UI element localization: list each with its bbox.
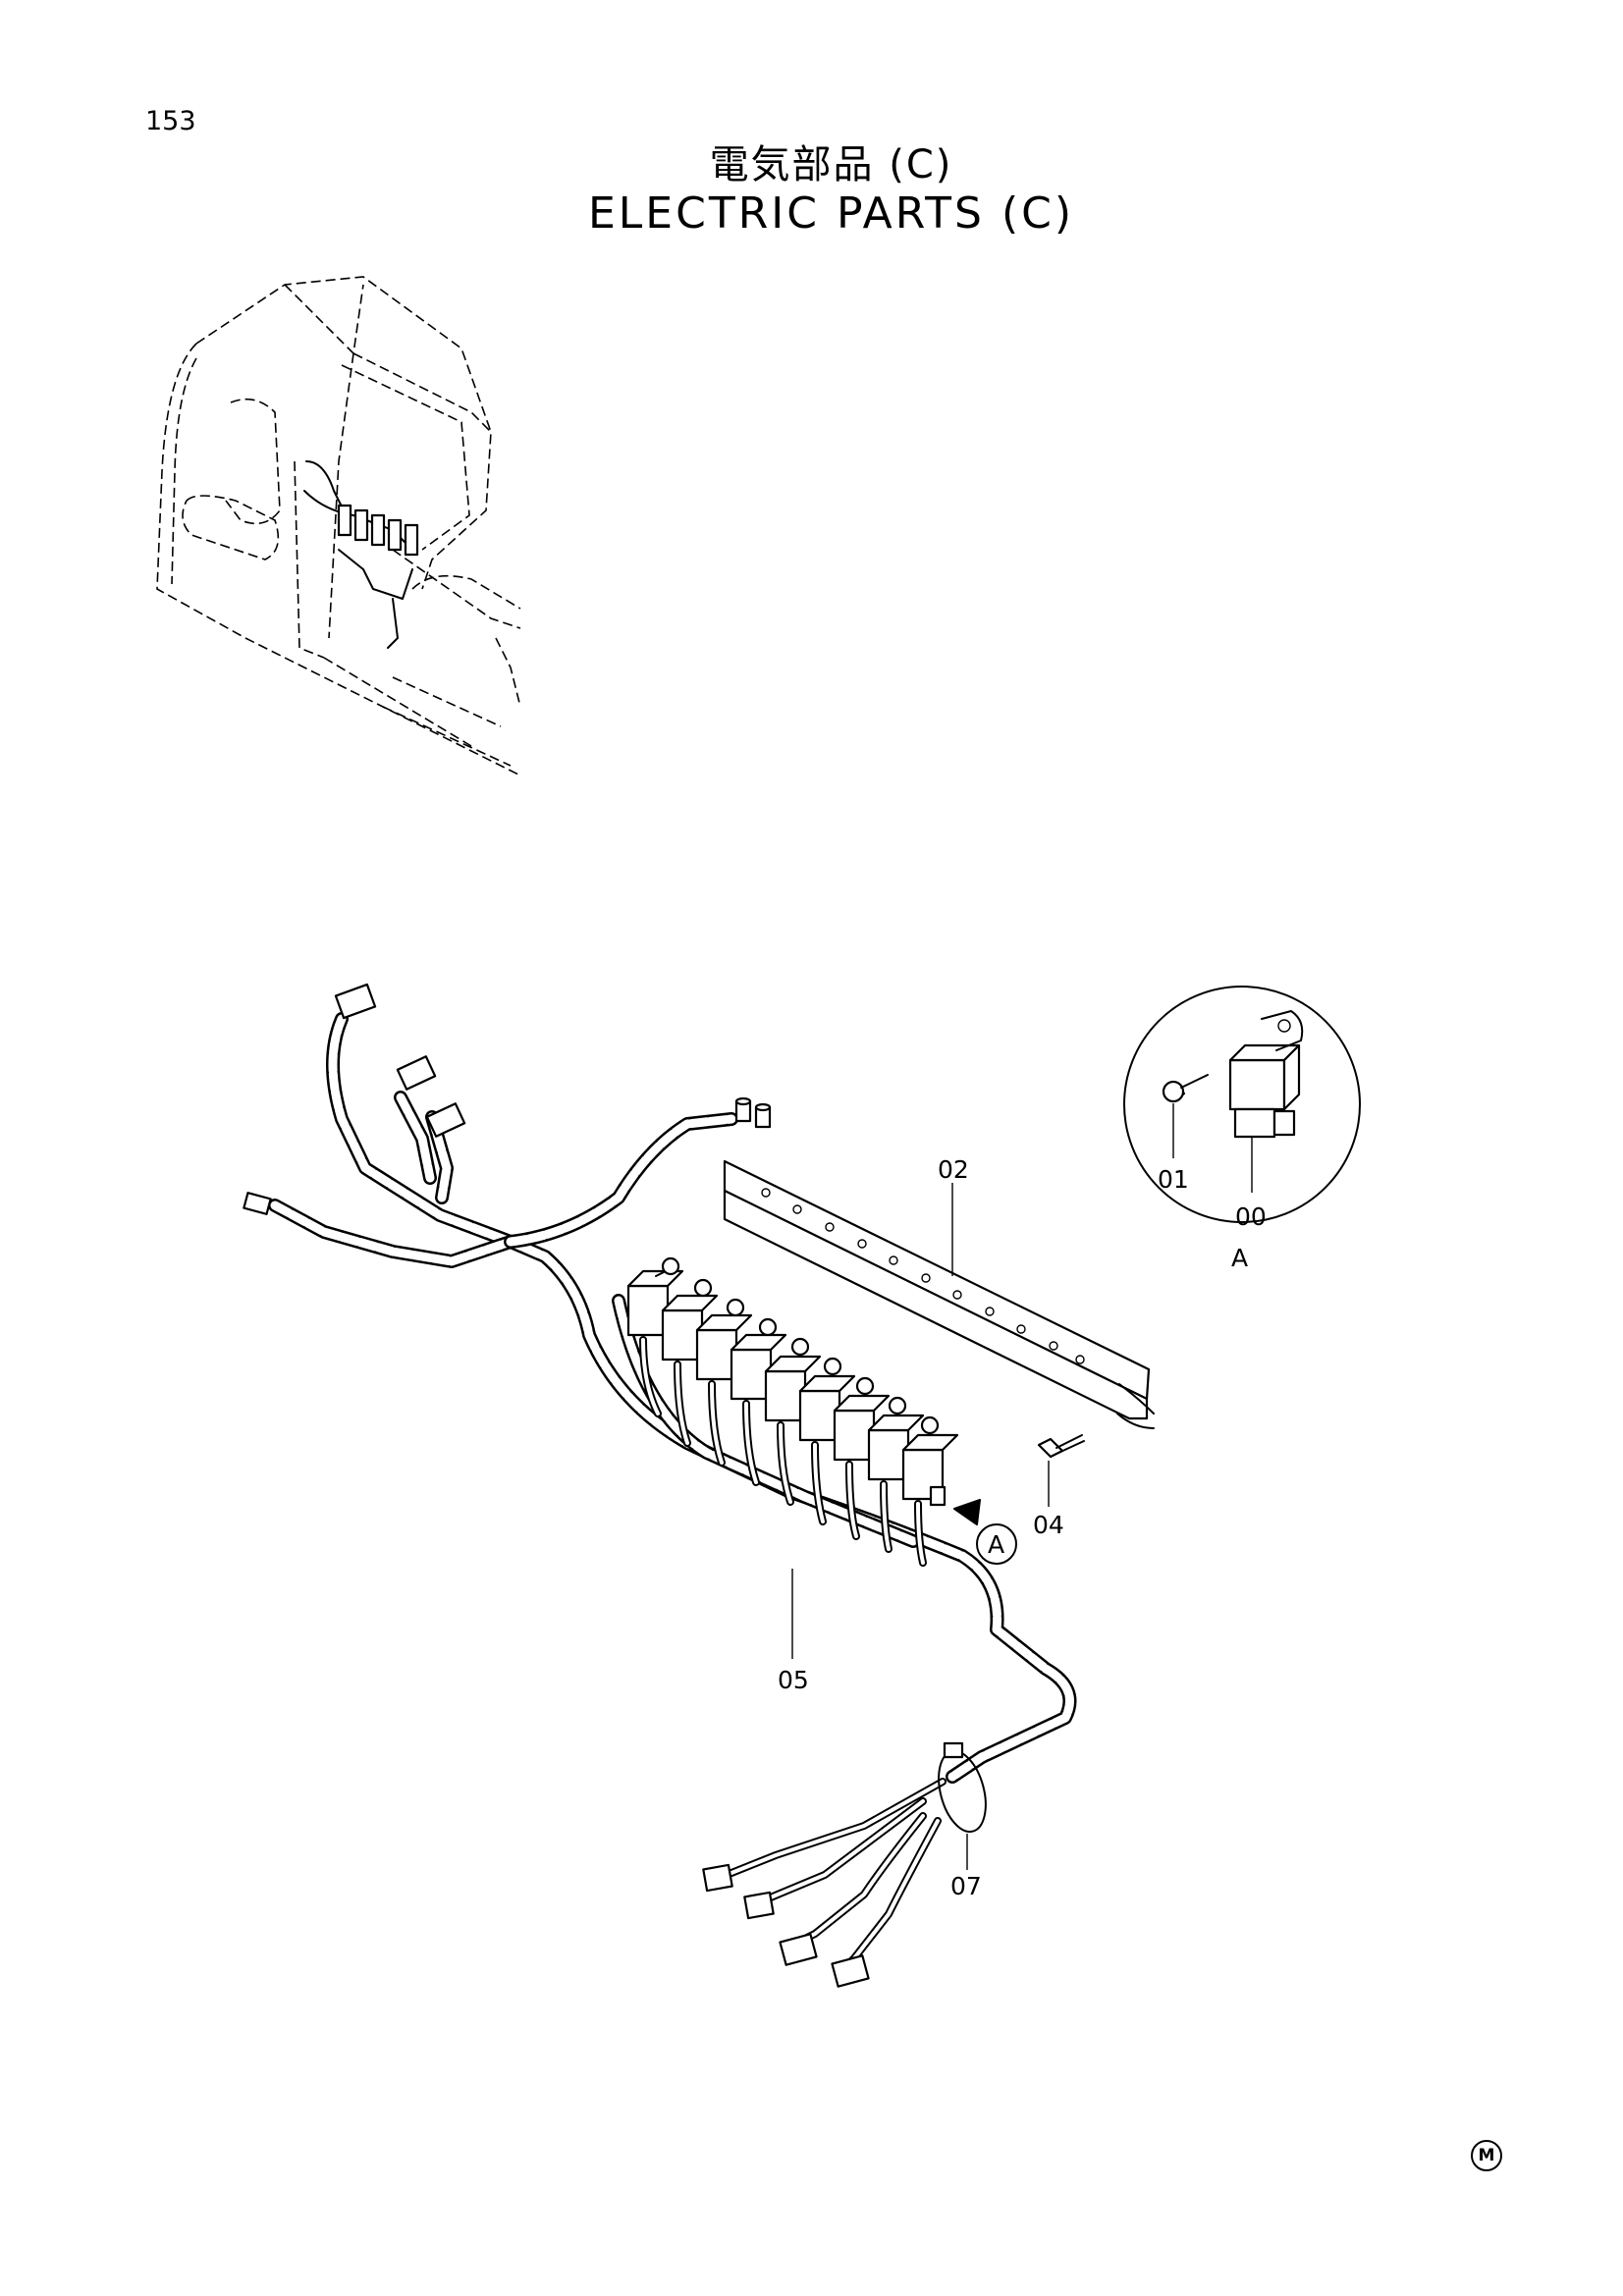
title-japanese: 電気部品 (C) bbox=[709, 142, 953, 187]
title-english: ELECTRIC PARTS (C) bbox=[587, 188, 1074, 239]
lower-branches bbox=[702, 1741, 987, 1988]
screw-04 bbox=[1037, 1434, 1085, 1507]
detail-ref-circle bbox=[976, 1523, 1017, 1565]
relay-row bbox=[626, 1256, 959, 1567]
callout-07: 07 bbox=[950, 1872, 982, 1900]
main-harness bbox=[268, 1012, 1077, 1784]
detail-a bbox=[1123, 986, 1361, 1223]
callout-04: 04 bbox=[1033, 1511, 1064, 1539]
cab-overview bbox=[156, 276, 521, 776]
callout-00: 00 bbox=[1235, 1202, 1267, 1231]
callout-05: 05 bbox=[778, 1666, 809, 1694]
page-number: 153 bbox=[145, 106, 196, 136]
callout-01: 01 bbox=[1158, 1165, 1189, 1194]
trademark-mark: M bbox=[1471, 2140, 1502, 2171]
detail-ref-label: A bbox=[988, 1530, 1004, 1559]
detail-a-label: A bbox=[1231, 1244, 1248, 1272]
callout-02: 02 bbox=[938, 1155, 969, 1184]
leader-lines bbox=[791, 1183, 981, 1659]
top-connectors bbox=[243, 983, 772, 1215]
relay-bracket bbox=[723, 1159, 1155, 1429]
